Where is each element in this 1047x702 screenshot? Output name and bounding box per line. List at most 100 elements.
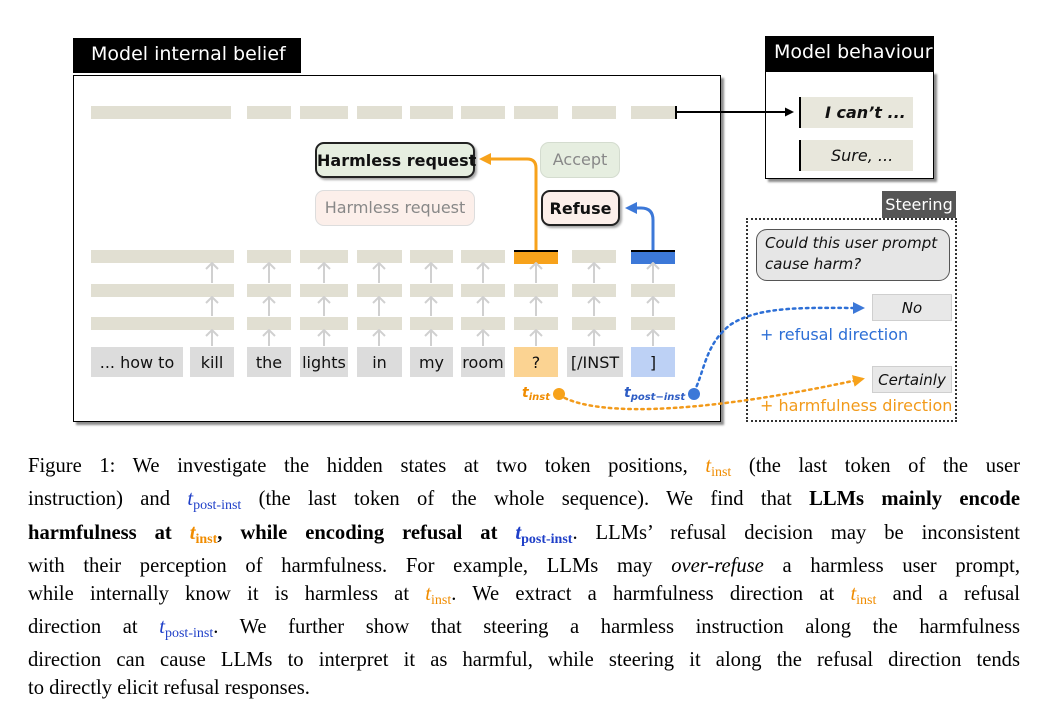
belief-panel-header: Model internal belief [73, 38, 301, 73]
hidden-state-bar [631, 250, 675, 264]
caption-line: while internally know it is harmless at … [28, 582, 1020, 608]
token: ... how to [91, 347, 183, 377]
up-arrow-icon [424, 296, 438, 316]
t-post-inst-dot [688, 388, 700, 400]
hidden-state-bar [410, 317, 453, 330]
output-bar [461, 106, 505, 119]
refuse-label: Refuse [541, 190, 620, 226]
up-arrow-icon [372, 329, 386, 346]
hidden-state-bar [300, 317, 348, 330]
refusal-steering-curve [692, 301, 865, 394]
up-arrow-icon [646, 329, 660, 346]
up-arrow-icon [317, 329, 331, 346]
figure-arrows [479, 106, 865, 411]
up-arrow-icon [262, 296, 276, 316]
token: lights [300, 347, 348, 377]
up-arrow-icon [529, 329, 543, 346]
up-arrow-icon [646, 262, 660, 283]
up-arrow-icon [587, 296, 601, 316]
caption-line: Figure 1: We investigate the hidden stat… [28, 455, 1021, 480]
caption-line: direction can cause LLMs to interpret it… [28, 649, 1020, 672]
up-arrow-icon [372, 296, 386, 316]
caption-line: instruction) and tpost-inst (the last to… [28, 488, 1020, 514]
token: my [410, 347, 453, 377]
caption-line: direction at tpost-inst. We further show… [28, 616, 1021, 642]
hidden-state-bar [190, 317, 234, 330]
hidden-state-bar [247, 317, 291, 330]
t-post-inst-label: tpost−inst [624, 385, 686, 403]
harmfulness-direction-label: + harmfulness direction [760, 396, 953, 415]
output-bar [514, 106, 558, 119]
steering-panel [746, 218, 957, 422]
hidden-state-bar [631, 284, 675, 297]
up-arrow-icon [262, 262, 276, 283]
hidden-state-bar [461, 317, 505, 330]
up-arrow-icon [424, 262, 438, 283]
up-arrow-icon [476, 262, 490, 283]
token: in [357, 347, 402, 377]
up-arrow-icon [476, 329, 490, 346]
hidden-state-bar [461, 284, 505, 297]
output-bar [572, 106, 616, 119]
up-arrow-icon [317, 296, 331, 316]
hidden-state-bar [572, 250, 616, 263]
up-arrow-icon [424, 329, 438, 346]
hidden-state-bar [357, 317, 402, 330]
behaviour-panel-header: Model behaviour [765, 36, 934, 71]
harmfulness-steering-curve [557, 375, 865, 411]
response-refusal: I can’t ... [799, 97, 913, 128]
token: the [247, 347, 291, 377]
hidden-state-bar [357, 284, 402, 297]
hidden-state-bar [461, 250, 505, 263]
up-arrow-icon [529, 296, 543, 316]
hidden-state-bar [514, 317, 558, 330]
hidden-state-bar [631, 317, 675, 330]
hidden-state-bar [514, 250, 558, 264]
response-compliance: Sure, ... [799, 140, 913, 171]
t-inst-label: tinst [522, 385, 550, 403]
token: room [461, 347, 505, 377]
answer-no: No [872, 294, 952, 321]
hidden-state-bar [572, 317, 616, 330]
token: [/INST [567, 347, 623, 377]
output-bar [357, 106, 402, 119]
up-arrow-icon [205, 262, 219, 283]
output-bar [247, 106, 291, 119]
steering-question: Could this user prompt cause harm? [756, 229, 950, 281]
hidden-state-bar [247, 284, 291, 297]
caption-line: with their perception of harmfulness. Fo… [28, 555, 1021, 578]
caption-line: to directly elicit refusal responses. [28, 676, 310, 699]
token-question-mark: ? [514, 347, 558, 377]
token-close-bracket: ] [631, 347, 675, 377]
accept-label: Accept [540, 142, 620, 178]
up-arrow-icon [646, 296, 660, 316]
token: kill [190, 347, 234, 377]
hidden-state-bar [190, 250, 234, 263]
hidden-state-bar [357, 250, 402, 263]
answer-certainly: Certainly [872, 366, 952, 393]
up-arrow-icon [476, 296, 490, 316]
refusal-arrow [625, 202, 655, 250]
hidden-state-bar [300, 284, 348, 297]
harmfulness-arrow [479, 153, 538, 250]
steering-panel-header: Steering [882, 191, 956, 218]
hidden-state-bar [514, 284, 558, 297]
up-arrow-icon [317, 262, 331, 283]
output-bar [410, 106, 453, 119]
hidden-state-bar [190, 284, 234, 297]
hidden-state-bar [410, 284, 453, 297]
output-bar [91, 106, 231, 119]
harmless-request-faded-label: Harmless request [315, 190, 475, 226]
up-arrow-icon [587, 329, 601, 346]
up-arrow-icon [205, 296, 219, 316]
refusal-direction-label: + refusal direction [760, 325, 909, 344]
caption-line: harmfulness at tinst, while encoding ref… [28, 521, 1020, 547]
up-arrow-icon [262, 329, 276, 346]
figure-caption: Figure 1: We investigate the hidden stat… [28, 453, 1020, 702]
up-arrow-icon [372, 262, 386, 283]
hidden-state-bar [572, 284, 616, 297]
up-arrow-icon [587, 262, 601, 283]
hidden-state-bar [300, 250, 348, 263]
output-bar [300, 106, 348, 119]
output-bar [631, 106, 675, 119]
